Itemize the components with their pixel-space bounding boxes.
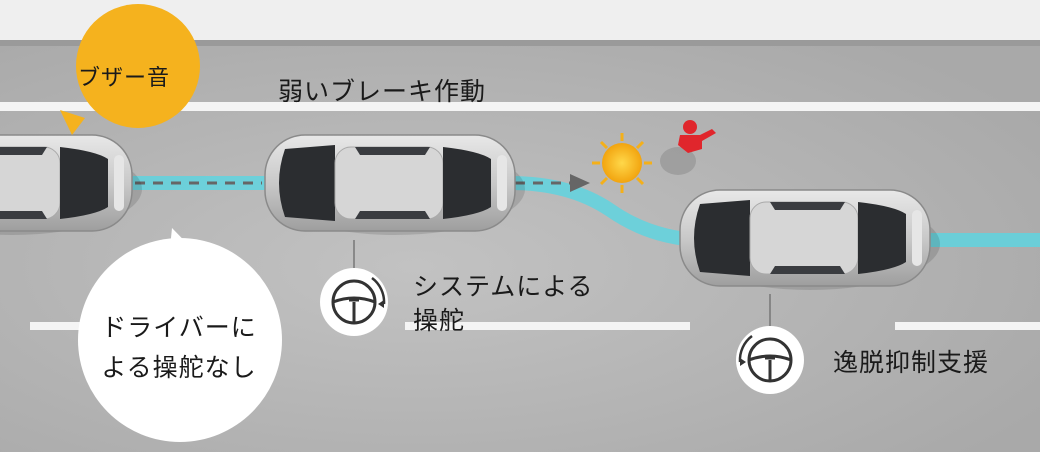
lane-dash-3 — [895, 322, 1040, 330]
driver-bubble — [78, 228, 282, 442]
weak-brake-label: 弱いブレーキ作動 — [278, 77, 487, 106]
pedestrian-icon — [660, 120, 716, 175]
lane-line-top — [0, 102, 1040, 111]
warning-sun-icon — [592, 133, 652, 193]
road-edge — [0, 40, 1040, 46]
steering-wheel-icon — [320, 240, 388, 336]
car-2-icon — [264, 134, 526, 236]
path-arrow-head — [570, 174, 590, 192]
buzzer-label: ブザー音 — [78, 66, 171, 91]
no-driver-steering-label: ドライバーに よる操舵なし — [84, 308, 274, 388]
no-driver-steering-line-2: よる操舵なし — [101, 353, 257, 382]
system-steering-label: システムによる 操舵 — [413, 270, 594, 338]
departure-assist-label: 逸脱抑制支援 — [833, 348, 990, 377]
buzzer-bubble — [60, 4, 200, 135]
car-3-icon — [679, 189, 941, 291]
system-steering-line-2: 操舵 — [413, 306, 466, 335]
lane-dash-2 — [405, 322, 690, 330]
system-steering-line-1: システムによる — [413, 272, 594, 301]
steering-wheel-icon — [736, 294, 804, 394]
no-driver-steering-line-1: ドライバーに — [101, 313, 257, 342]
